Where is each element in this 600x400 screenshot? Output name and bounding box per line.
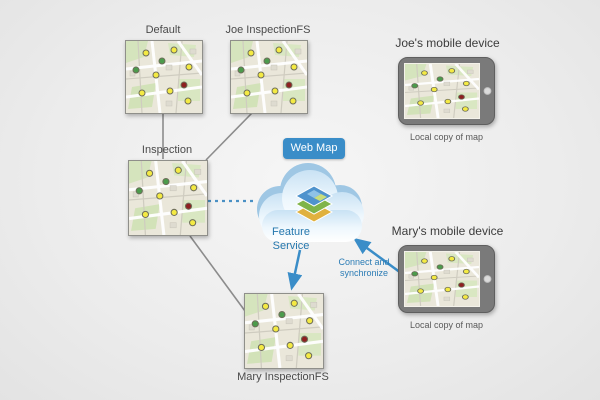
edge-joefs-to-inspection [205, 112, 253, 161]
web-map-badge: Web Map [283, 138, 345, 159]
joe-device-label: Joe's mobile device [395, 36, 500, 50]
joe-local-copy-caption: Local copy of map [409, 132, 484, 142]
arrow-marydevice-to-cloud [352, 237, 402, 275]
arrow-cloud-to-maryfs [287, 249, 303, 291]
inspection-thumbnail [128, 160, 208, 236]
mary-local-copy-caption: Local copy of map [409, 320, 484, 330]
mary-inspectionfs-label: Mary InspectionFS [237, 371, 329, 383]
feature-service-cloud [244, 156, 378, 263]
mary-mobile-device [398, 245, 495, 313]
joe-mobile-device [398, 57, 495, 125]
feature-service-label: Feature Service [272, 226, 310, 252]
default-map-label: Default [145, 24, 181, 36]
mary-inspectionfs-thumbnail [244, 293, 324, 369]
layers-icon [294, 185, 334, 223]
connect-synchronize-label: Connect and synchronize [338, 257, 390, 279]
default-map-thumbnail [125, 40, 203, 114]
camera-dot [483, 87, 492, 95]
joe-inspectionfs-thumbnail [230, 40, 308, 114]
camera-dot [483, 275, 492, 283]
mary-device-label: Mary's mobile device [391, 224, 504, 238]
edge-inspection-to-maryfs [189, 235, 246, 312]
joe-inspectionfs-label: Joe InspectionFS [225, 24, 311, 36]
inspection-label: Inspection [141, 144, 193, 156]
